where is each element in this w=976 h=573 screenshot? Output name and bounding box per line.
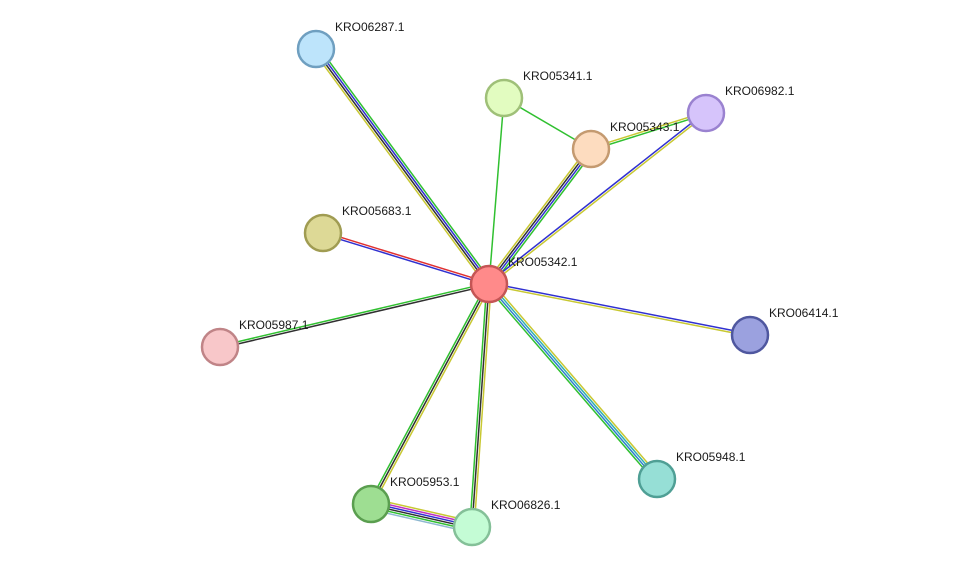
edge-evidence-line <box>473 284 492 528</box>
node-n05987[interactable] <box>200 327 240 367</box>
edge-center-n05341[interactable] <box>488 97 505 285</box>
edge-evidence-line <box>220 284 490 349</box>
node-n05343[interactable] <box>571 129 611 169</box>
node-label-n06414: KRO06414.1 <box>769 306 839 320</box>
edge-evidence-line <box>370 283 490 505</box>
edge-evidence-line <box>590 111 706 149</box>
node-label-n05948: KRO05948.1 <box>676 450 746 464</box>
edge-center-n05987[interactable] <box>219 282 490 349</box>
node-label-n05683: KRO05683.1 <box>342 204 412 218</box>
node-label-n06982: KRO06982.1 <box>725 84 795 98</box>
node-label-n05343: KRO05343.1 <box>610 120 680 134</box>
edge-evidence-line <box>489 149 593 286</box>
edge-evidence-line <box>314 49 489 286</box>
edge-evidence-line <box>489 282 751 335</box>
edge-evidence-line <box>487 111 706 284</box>
edge-n05343-n06982[interactable] <box>590 111 707 151</box>
edge-center-n06982[interactable] <box>487 111 708 286</box>
nodes-layer <box>200 29 770 547</box>
edge-center-n05343[interactable] <box>485 146 595 287</box>
edge-evidence-line <box>219 282 489 347</box>
edge-evidence-line <box>471 283 490 528</box>
node-n05953[interactable] <box>351 484 391 524</box>
node-n05683[interactable] <box>303 213 343 253</box>
edge-evidence-line <box>485 146 589 283</box>
edge-evidence-line <box>488 97 505 285</box>
edge-evidence-line <box>372 284 492 506</box>
edge-evidence-line <box>368 282 488 504</box>
edge-evidence-line <box>489 282 659 479</box>
node-n06287[interactable] <box>296 29 336 69</box>
edge-evidence-line <box>487 284 657 481</box>
node-label-n05953: KRO05953.1 <box>390 475 460 489</box>
edge-evidence-line <box>322 233 489 286</box>
node-label-center: KRO05342.1 <box>508 255 578 269</box>
edge-center-n05948[interactable] <box>485 281 661 482</box>
edge-evidence-line <box>487 147 591 284</box>
node-label-n06287: KRO06287.1 <box>335 20 405 34</box>
edge-evidence-line <box>323 231 490 284</box>
node-n06982[interactable] <box>686 93 726 133</box>
node-label-n05341: KRO05341.1 <box>523 69 593 83</box>
node-n06826[interactable] <box>452 507 492 547</box>
edge-evidence-line <box>316 47 491 284</box>
edge-evidence-line <box>469 283 488 527</box>
edge-evidence-line <box>490 281 661 478</box>
node-label-n05987: KRO05987.1 <box>239 318 309 332</box>
node-n05341[interactable] <box>484 78 524 118</box>
edge-evidence-line <box>488 284 750 337</box>
edge-evidence-line <box>485 285 656 482</box>
node-center[interactable] <box>469 264 509 304</box>
edge-center-n05683[interactable] <box>322 231 490 286</box>
edge-evidence-line <box>318 46 493 283</box>
edge-evidence-line <box>591 113 707 151</box>
node-n05948[interactable] <box>637 459 677 499</box>
node-label-n06826: KRO06826.1 <box>491 498 561 512</box>
edge-center-n06414[interactable] <box>488 282 751 337</box>
edge-center-n05953[interactable] <box>368 282 492 506</box>
edge-center-n06826[interactable] <box>469 283 492 528</box>
edge-evidence-line <box>489 113 708 286</box>
edge-evidence-line <box>312 50 487 287</box>
node-n06414[interactable] <box>730 315 770 355</box>
edge-evidence-line <box>491 150 595 287</box>
edge-center-n06287[interactable] <box>312 46 493 287</box>
labels-layer: KRO05342.1 KRO06287.1KRO05341.1KRO06982.1… <box>239 20 839 512</box>
